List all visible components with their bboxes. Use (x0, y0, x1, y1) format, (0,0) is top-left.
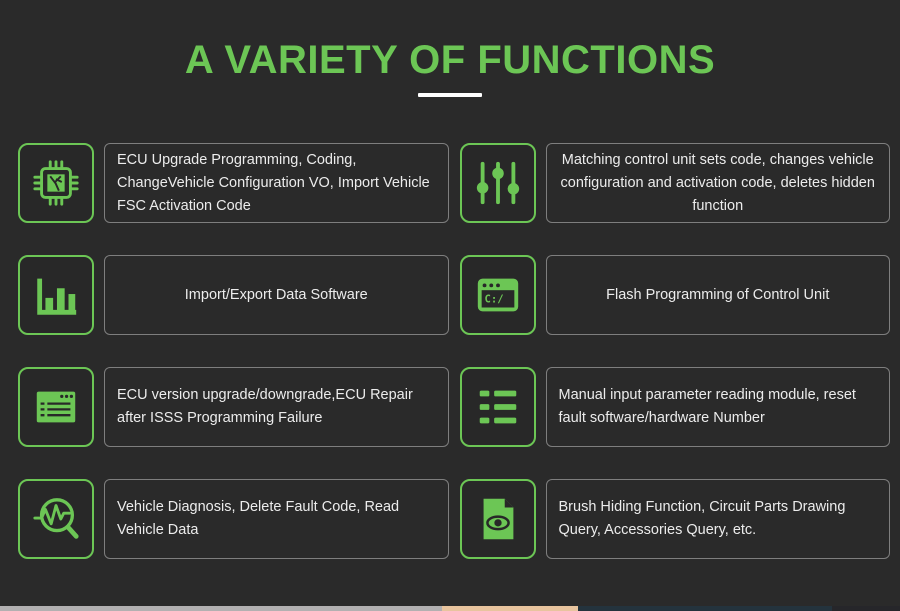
feature-card: C:/ Flash Programming of Control Unit (459, 255, 890, 335)
feature-icon-box (18, 143, 94, 223)
feature-text-box: Brush Hiding Function, Circuit Parts Dra… (545, 479, 890, 559)
feature-text: Import/Export Data Software (184, 286, 368, 303)
feature-text-box: Matching control unit sets code, changes… (545, 143, 890, 223)
bar-chart-icon (37, 278, 77, 315)
page-title: A VARIETY OF FUNCTIONS (184, 38, 716, 82)
next-section-edge-segment (831, 606, 900, 611)
feature-card: ECU version upgrade/downgrade,ECU Repair… (18, 367, 449, 447)
svg-text:C:/: C:/ (484, 294, 503, 306)
feature-text: Flash Programming of Control Unit (606, 286, 830, 303)
feature-text: Brush Hiding Function, Circuit Parts Dra… (558, 499, 846, 538)
list-icon (479, 390, 516, 424)
feature-card: Import/Export Data Software (18, 255, 449, 335)
feature-icon-box (459, 479, 536, 559)
feature-text: Matching control unit sets code, changes… (560, 151, 875, 214)
section-header: A VARIETY OF FUNCTIONS (0, 0, 900, 97)
sliders-icon (476, 161, 519, 205)
terminal-icon: C:/ (477, 278, 518, 312)
feature-text: ECU Upgrade Programming, Coding, ChangeV… (117, 151, 430, 214)
feature-card: Matching control unit sets code, changes… (459, 143, 890, 223)
next-section-edge (0, 606, 900, 611)
feature-icon-box (18, 479, 94, 559)
feature-text-box: Manual input parameter reading module, r… (545, 367, 890, 447)
feature-card: Manual input parameter reading module, r… (459, 367, 890, 447)
next-section-edge-segment (441, 606, 578, 611)
feature-card: ECU Upgrade Programming, Coding, ChangeV… (18, 143, 449, 223)
feature-text: Manual input parameter reading module, r… (558, 387, 856, 426)
feature-text-box: ECU Upgrade Programming, Coding, ChangeV… (104, 143, 449, 223)
feature-text-box: Flash Programming of Control Unit (545, 255, 890, 335)
feature-text-box: ECU version upgrade/downgrade,ECU Repair… (104, 367, 449, 447)
features-grid: ECU Upgrade Programming, Coding, ChangeV… (18, 143, 890, 559)
feature-icon-box (459, 143, 536, 223)
feature-card: Vehicle Diagnosis, Delete Fault Code, Re… (18, 479, 449, 559)
feature-text: ECU version upgrade/downgrade,ECU Repair… (117, 387, 413, 426)
feature-icon-box (18, 367, 94, 447)
pulse-magnifier-icon (33, 498, 79, 539)
document-eye-icon (483, 498, 513, 540)
feature-text-box: Vehicle Diagnosis, Delete Fault Code, Re… (104, 479, 449, 559)
feature-icon-box (18, 255, 94, 335)
list-window-icon (36, 391, 76, 423)
chip-icon (33, 160, 79, 206)
feature-text: Vehicle Diagnosis, Delete Fault Code, Re… (117, 499, 400, 538)
feature-text-box: Import/Export Data Software (104, 255, 449, 335)
feature-icon-box (459, 367, 536, 447)
feature-card: Brush Hiding Function, Circuit Parts Dra… (459, 479, 890, 559)
next-section-edge-segment (0, 606, 442, 611)
next-section-edge-segment (577, 606, 832, 611)
feature-icon-box: C:/ (459, 255, 536, 335)
title-underline (418, 93, 482, 97)
